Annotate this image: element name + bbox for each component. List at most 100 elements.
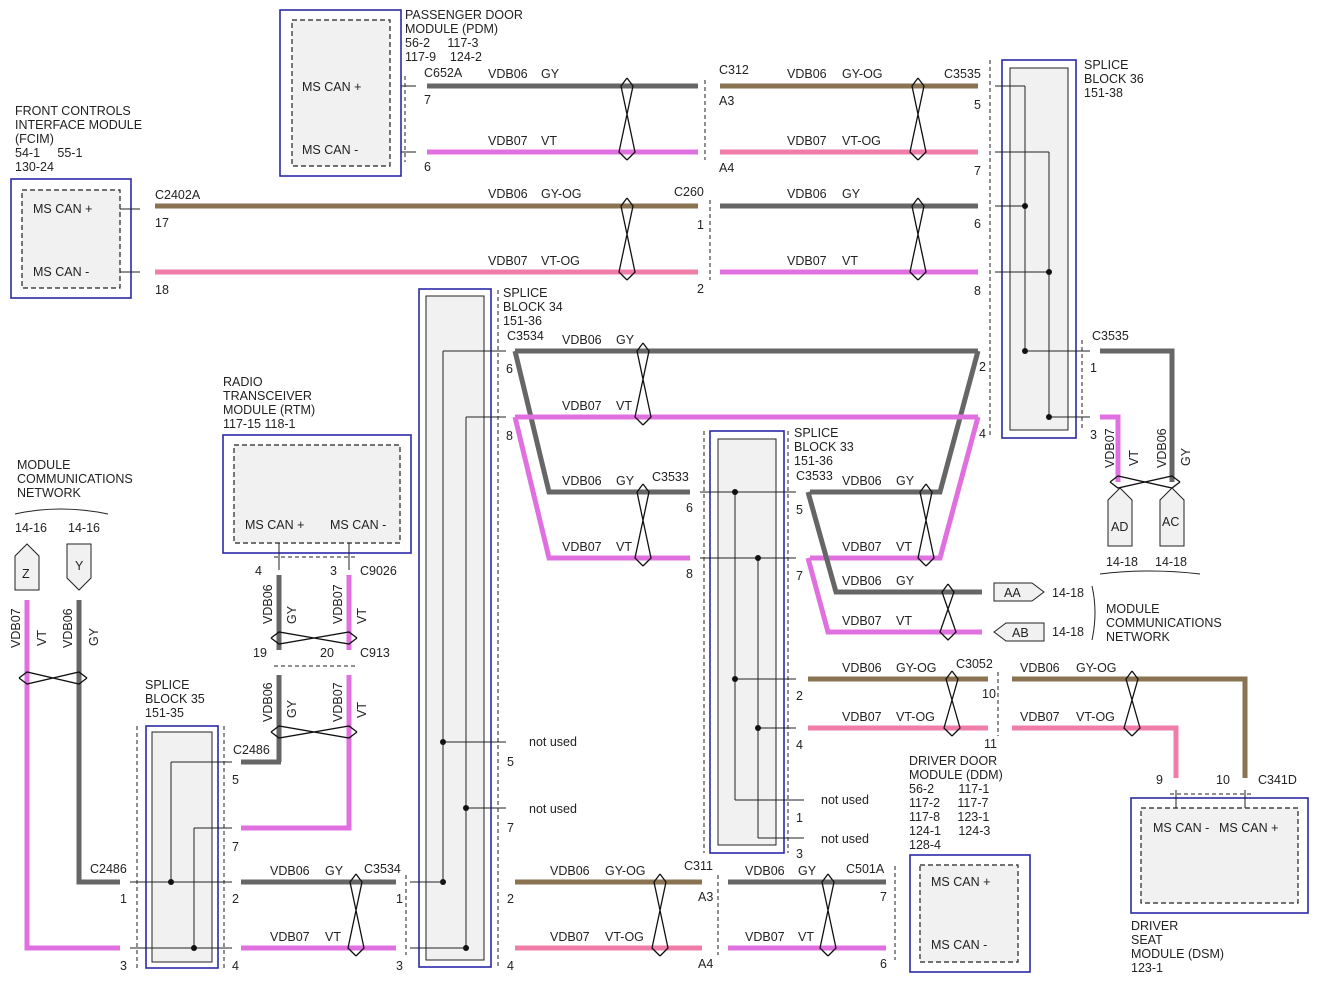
pin: 2 [979,360,986,374]
svg-text:COMMUNICATIONS: COMMUNICATIONS [17,472,133,486]
pin: 6 [424,160,431,174]
pin: 2 [232,892,239,906]
wire-label: VDB07 [488,134,528,148]
pin: 11 [984,737,997,751]
wire-label: VDB07 [1020,710,1060,724]
svg-text:MODULE (PDM): MODULE (PDM) [405,22,498,36]
c2486-label-left: C2486 [90,862,127,876]
wire-label: VDB07 [550,930,590,944]
wire-label: GY [798,864,817,878]
c3534-label-bottom: C3534 [364,862,401,876]
wire-label: VDB06 [61,608,75,648]
svg-text:BLOCK 35: BLOCK 35 [145,692,205,706]
svg-text:AC: AC [1162,515,1179,529]
wire-label: VDB07 [331,584,345,624]
pin: 7 [796,569,803,583]
wire-label: GY [842,187,861,201]
c260-label: C260 [674,185,704,199]
wire-label: VDB07 [842,540,882,554]
c341d-label: C341D [1258,773,1297,787]
rtm-can-plus: MS CAN + [245,518,304,532]
svg-text:Z: Z [22,567,30,581]
fcim-module[interactable]: MS CAN + MS CAN - [10,178,132,299]
wire-label: VDB06 [787,187,827,201]
c652a-label: C652A [424,66,463,80]
svg-text:151-35: 151-35 [145,706,184,720]
rtm-module[interactable]: MS CAN + MS CAN - [222,434,412,554]
wire-label: VDB07 [842,710,882,724]
wire-label: VDB07 [562,399,602,413]
off-page-ad[interactable]: AD [1107,487,1133,547]
svg-text:MODULE (RTM): MODULE (RTM) [223,403,315,417]
svg-text:MODULE (DSM): MODULE (DSM) [1131,947,1224,961]
off-page-z[interactable]: Z [14,543,40,591]
pin: A3 [698,890,713,904]
wire-label: GY [616,474,635,488]
svg-text:SPLICE: SPLICE [503,286,547,300]
fcim-title: FRONT CONTROLS INTERFACE MODULE (FCIM) 5… [15,104,142,174]
svg-text:MODULE (DDM): MODULE (DDM) [909,768,1003,782]
not-used-sb33-1: not used [821,793,869,807]
wire-label: VT [355,702,369,718]
ddm-module[interactable]: MS CAN + MS CAN - [909,854,1031,973]
pin: 1 [396,892,403,906]
pin: 20 [320,646,334,660]
wire-label: VDB07 [787,134,827,148]
wire-label: VT [35,630,49,646]
pin: 4 [232,959,239,973]
network-right-label: MODULE COMMUNICATIONS NETWORK [1106,602,1222,644]
off-page-y[interactable]: Y [66,543,92,591]
off-page-ac[interactable]: AC [1159,487,1185,547]
wire-label: VDB06 [787,67,827,81]
pin: 9 [1156,773,1163,787]
wire-label: VT [1127,450,1141,466]
pin: 7 [974,164,981,178]
rtm-title: RADIO TRANSCEIVER MODULE (RTM) 117-15 11… [223,375,315,431]
svg-text:SPLICE: SPLICE [794,426,838,440]
pin: 4 [255,564,262,578]
ref-label: 14-18 [1052,586,1084,600]
pin: 3 [796,847,803,861]
off-page-ab[interactable]: AB [993,622,1045,642]
wire-left-network [18,600,120,951]
wire-label: GY-OG [605,864,646,878]
pin: 5 [974,98,981,112]
wire-label: GY-OG [842,67,883,81]
wire-label: VDB06 [261,584,275,624]
pin: 7 [232,840,239,854]
off-page-aa[interactable]: AA [993,582,1045,602]
svg-text:RADIO: RADIO [223,375,263,389]
svg-text:56-2 117-1: 56-2 117-1 [909,782,989,796]
svg-text:124-1 124-3: 124-1 124-3 [909,824,990,838]
splice-block-35 [130,725,232,969]
pin: 6 [506,362,513,376]
wire-label: VDB07 [270,930,310,944]
ddm-can-plus: MS CAN + [931,875,990,889]
wire-label: VDB06 [842,661,882,675]
svg-text:AA: AA [1004,586,1021,600]
wire-label: VT-OG [1076,710,1115,724]
wire-c3535-branch [1100,348,1181,489]
wire-label: VT-OG [541,254,580,268]
pin: A4 [719,161,734,175]
wire-label: VDB06 [488,67,528,81]
svg-text:54-1 55-1: 54-1 55-1 [15,146,82,160]
c9026-label: C9026 [360,564,397,578]
not-used-sb33-3: not used [821,832,869,846]
dsm-module[interactable]: MS CAN - MS CAN + [1130,790,1309,914]
ddm-title: DRIVER DOOR MODULE (DDM) 56-2 117-1 117-… [909,754,1003,852]
pin: 7 [880,890,887,904]
wire-label: VT [896,614,912,628]
pin: 5 [796,503,803,517]
wire-label: VDB06 [488,187,528,201]
pin: 10 [1216,773,1230,787]
c3535-label: C3535 [944,67,981,81]
pin: 8 [974,284,981,298]
ref-label: 14-18 [1052,625,1084,639]
pdm-module[interactable]: MS CAN + MS CAN - [279,9,402,177]
wire-label: VDB07 [331,682,345,722]
fcim-can-plus: MS CAN + [33,202,92,216]
fcim-can-minus: MS CAN - [33,265,89,279]
wire-label: VT [355,608,369,624]
wire-label: GY [616,333,635,347]
